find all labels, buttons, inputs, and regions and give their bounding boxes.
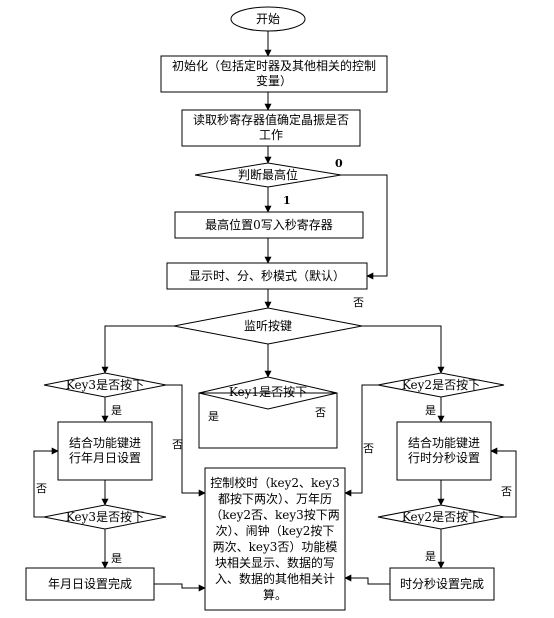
branch-label-key2b-no: 否 [501,485,512,498]
init-label: 初始化（包括定时器及其他相关的控制变量） [171,59,376,88]
init-box [160,55,388,93]
judge-msb-label: 判断最高位 [237,167,298,182]
branch-label-key1-no: 否 [315,406,326,419]
key3-decision-1-label: Key3是否按下 [65,377,145,392]
branch-label-key3-yes: 是 [111,404,122,417]
monitor-label: 监听按键 [243,318,292,333]
key3-decision-2 [43,504,167,530]
ymd-done-label: 年月日设置完成 [47,576,132,591]
key2-decision-1-label: Key2是否按下 [401,377,481,392]
branch-label-key2-yes: 是 [425,404,436,417]
branch-label-key3-no: 否 [172,438,183,451]
branch-label-monitor-no: 否 [353,296,364,309]
key3-decision-2-label: Key3是否按下 [65,509,145,524]
key1-region [198,392,338,449]
control-label: 控制校时（key2、key3都按下两次）、万年历（key2否、key3按下两次）… [210,476,340,602]
start-label: 开始 [255,11,280,26]
set-ymd-label: 结合功能键进行年月日设置 [68,436,141,465]
key1-decision-label: Key1是否按下 [228,384,308,399]
branch-label-zero: 0 [335,157,343,170]
set-hms-label: 结合功能键进行时分秒设置 [407,436,480,465]
control-box [204,467,346,611]
branch-label-key1-yes: 是 [208,410,219,423]
key2-decision-2-label: Key2是否按下 [401,509,481,524]
branch-label-key2-no: 否 [363,442,374,455]
hms-done-label: 时分秒设置完成 [399,576,484,591]
read-sec-label: 读取秒寄存器值确定晶振是否工作 [192,113,349,142]
write-msb-label: 最高位置0写入秒寄存器 [205,217,333,232]
display-label: 显示时、分、秒模式（默认） [188,268,345,283]
branch-label-key3b-no: 否 [36,482,47,495]
key2-decision-1 [377,372,505,398]
branch-label-one: 1 [283,194,291,207]
branch-label-key2b-yes: 是 [425,550,436,563]
branch-label-key3b-yes: 是 [111,552,122,565]
